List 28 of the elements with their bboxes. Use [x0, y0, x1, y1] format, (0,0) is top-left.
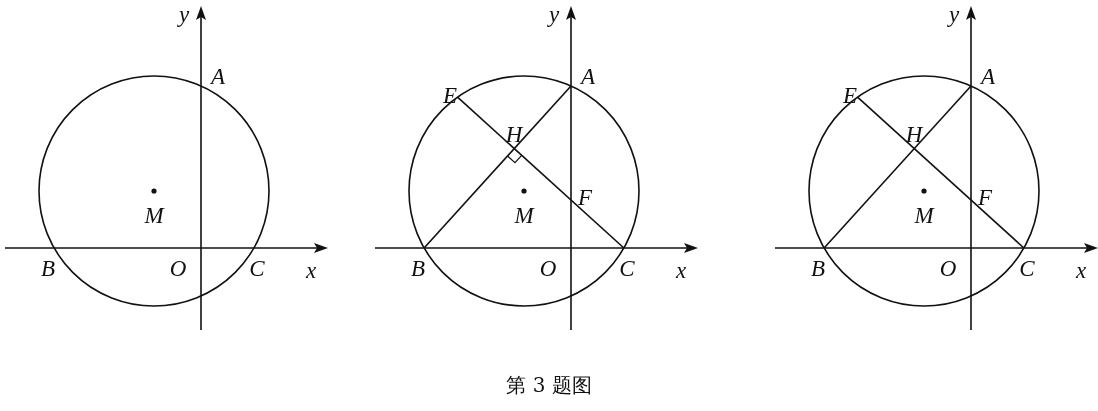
axis-label: y	[178, 2, 190, 26]
axis-label: y	[948, 2, 960, 26]
point-label: A	[210, 64, 226, 88]
point-label: M	[144, 203, 164, 227]
point-label: O	[939, 256, 957, 280]
figure-caption: 第 3 题图	[506, 371, 592, 399]
axis-label: x	[675, 258, 687, 282]
axis-label: x	[1075, 258, 1087, 282]
point-label: E	[842, 83, 858, 107]
point-label: H	[905, 122, 923, 146]
point-label: B	[410, 256, 426, 280]
point-label: A	[580, 64, 596, 88]
point-label: E	[442, 83, 458, 107]
point-label: O	[539, 256, 557, 280]
axis-label: x	[305, 258, 317, 282]
point-label: F	[977, 185, 993, 209]
point-label: C	[1019, 256, 1035, 280]
point-label: M	[914, 203, 934, 227]
point-label: O	[169, 256, 187, 280]
point-label: F	[577, 185, 593, 209]
point-label: A	[980, 64, 996, 88]
point-label: B	[810, 256, 826, 280]
point-label: H	[505, 122, 523, 146]
axis-label: y	[548, 2, 560, 26]
point-label: B	[40, 256, 56, 280]
point-label: C	[249, 256, 265, 280]
point-label: C	[619, 256, 635, 280]
point-label: M	[514, 203, 534, 227]
